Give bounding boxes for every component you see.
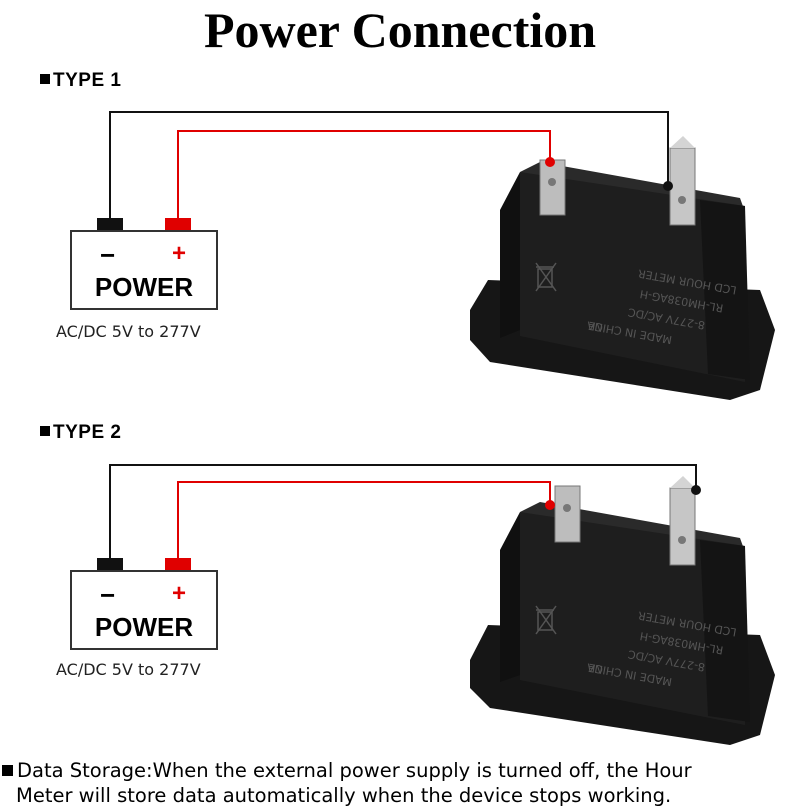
positive-connection-dot [545, 500, 555, 510]
negative-wire [109, 111, 669, 220]
recycle-bin-icon [535, 605, 557, 635]
terminal-hole [678, 196, 686, 204]
type-2-diagram: MADE IN CHINA 8-277V AC/DC RL-HM038AG-H … [0, 450, 800, 790]
device-left-side [500, 172, 520, 338]
positive-wire [177, 481, 551, 560]
positive-terminal-symbol: + [172, 240, 187, 267]
terminal-negative [669, 147, 696, 226]
device-mark-text: CE [587, 661, 604, 676]
terminal-hole [563, 504, 571, 512]
device-right-side [700, 540, 750, 722]
device-right-side [700, 200, 750, 380]
hour-meter-device: MADE IN CHINA 8-277V AC/DC RL-HM038AG-H … [470, 476, 775, 745]
terminal-positive [554, 485, 581, 543]
battery-label: POWER [94, 612, 194, 642]
terminal-hole [678, 536, 686, 544]
note-line-1: Data Storage:When the external power sup… [2, 758, 798, 783]
negative-connection-dot [663, 181, 673, 191]
negative-post [97, 558, 123, 570]
positive-wire [177, 130, 551, 220]
type-2-wiring: MADE IN CHINA 8-277V AC/DC RL-HM038AG-H … [97, 464, 775, 745]
positive-connection-dot [545, 157, 555, 167]
positive-post [165, 558, 191, 570]
terminal-negative [669, 487, 696, 566]
device-mark-text: CE [587, 319, 604, 334]
negative-wire [109, 464, 697, 560]
battery-label: POWER [94, 272, 194, 302]
hour-meter-device: MADE IN CHINA 8-277V AC/DC RL-HM038AG-H … [470, 136, 775, 400]
positive-post [165, 218, 191, 230]
recycle-bin-icon [535, 262, 557, 292]
terminal-positive [539, 159, 566, 216]
bullet-square-icon [40, 74, 50, 84]
negative-post [97, 218, 123, 230]
type-1-wiring: MADE IN CHINA 8-277V AC/DC RL-HM038AG-H … [97, 111, 775, 400]
power-battery: − + POWER [70, 230, 218, 310]
voltage-range: AC/DC 5V to 277V [56, 660, 201, 679]
voltage-range: AC/DC 5V to 277V [56, 322, 201, 341]
device-left-side [500, 512, 520, 682]
type-1-label: TYPE 1 [40, 70, 121, 92]
bullet-square-icon [2, 765, 13, 776]
page-title: Power Connection [203, 2, 597, 58]
bullet-square-icon [40, 426, 50, 436]
terminal-tip [670, 136, 695, 148]
negative-connection-dot [691, 485, 701, 495]
terminal-tip [670, 476, 695, 488]
type-1-diagram: MADE IN CHINA 8-277V AC/DC RL-HM038AG-H … [0, 100, 800, 440]
negative-terminal-symbol: − [100, 580, 116, 610]
type-2-label: TYPE 2 [40, 422, 121, 444]
data-storage-note: Data Storage:When the external power sup… [2, 758, 798, 808]
note-line-2: Meter will store data automatically when… [16, 784, 672, 807]
negative-terminal-symbol: − [100, 240, 116, 270]
power-battery: − + POWER [70, 570, 218, 650]
terminal-hole [548, 178, 556, 186]
positive-terminal-symbol: + [172, 580, 187, 607]
